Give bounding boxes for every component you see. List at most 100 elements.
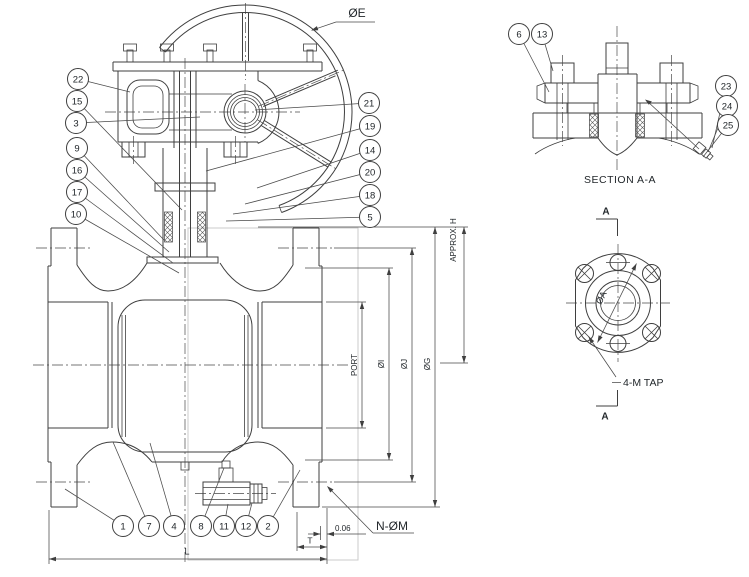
section-aa-view: SECTION A-A [532, 26, 714, 186]
balloon-16: 16 [66, 159, 88, 181]
balloon-number-6: 6 [516, 29, 521, 40]
balloon-leader-16 [76, 169, 170, 253]
balloon-circle-21 [358, 92, 380, 114]
balloon-number-21: 21 [364, 98, 375, 109]
balloon-20: 20 [359, 161, 381, 183]
balloon-6: 6 [508, 23, 530, 45]
balloon-circle-6 [508, 23, 530, 45]
balloon-leader-20 [244, 171, 371, 205]
balloon-17: 17 [66, 181, 88, 203]
balloon-circle-9 [66, 137, 88, 159]
balloon-leader-1 [64, 488, 124, 527]
balloon-circle-16 [66, 159, 88, 181]
bore-lines [48, 301, 322, 429]
balloon-7: 7 [138, 515, 160, 537]
handwheel-spoke-upper [263, 69, 338, 107]
balloon-number-8: 8 [198, 521, 203, 532]
balloon-number-4: 4 [171, 521, 176, 532]
balloon-number-14: 14 [365, 145, 376, 156]
balloon-leader-10 [75, 213, 180, 274]
balloon-leader-19 [205, 125, 371, 172]
balloon-circle-20 [359, 161, 381, 183]
section-seat-left [589, 113, 599, 138]
trunnion-boss [257, 80, 280, 144]
balloon-circle-19 [359, 115, 381, 137]
balloon-number-3: 3 [73, 118, 78, 129]
selection-highlight [187, 227, 359, 561]
handwheel-spoke-top [242, 13, 249, 61]
balloon-3: 3 [65, 112, 87, 134]
balloon-circle-18 [359, 184, 381, 206]
bonnet-flange [146, 256, 219, 264]
valve-body [48, 262, 322, 471]
section-seat-right [635, 113, 645, 138]
label-dim-l: L [184, 547, 189, 557]
balloon-leader-3 [75, 116, 201, 124]
right-flange [292, 227, 323, 508]
balloon-leader-14 [256, 149, 371, 189]
balloon-circle-10 [65, 203, 87, 225]
balloon-number-9: 9 [74, 143, 79, 154]
stem-bonnet [146, 71, 219, 264]
balloon-number-18: 18 [365, 190, 376, 201]
balloon-1: 1 [112, 515, 134, 537]
balloon-15: 15 [66, 90, 88, 112]
balloon-number-20: 20 [365, 167, 376, 178]
balloon-leader-7 [112, 441, 150, 527]
balloon-circle-12 [235, 515, 257, 537]
balloon-24: 24 [716, 95, 738, 117]
packing-right [197, 211, 206, 243]
balloon-number-24: 24 [722, 101, 733, 112]
label-tap-note: 4-M TAP [623, 377, 663, 389]
balloon-number-10: 10 [71, 209, 82, 220]
balloon-leader-18 [232, 194, 371, 215]
balloon-number-16: 16 [72, 165, 83, 176]
balloon-11: 11 [213, 515, 235, 537]
balloon-leader-15 [76, 100, 183, 211]
gear-housing [112, 43, 323, 158]
balloon-leader-21 [254, 102, 370, 111]
dimension-lines [48, 21, 468, 564]
mounting-flange-view: ØA 4-M TAP A A [566, 207, 670, 423]
balloon-leader-17 [76, 191, 174, 264]
section-cut-markers: A A [596, 207, 618, 423]
balloon-circle-4 [163, 515, 185, 537]
balloon-circle-5 [359, 206, 381, 228]
gland-flange [154, 182, 216, 192]
balloon-number-13: 13 [537, 29, 548, 40]
balloon-number-15: 15 [72, 96, 83, 107]
balloon-circle-8 [190, 515, 212, 537]
handwheel-hub [223, 90, 267, 134]
balloon-circle-11 [213, 515, 235, 537]
balloon-leader-5 [225, 216, 371, 222]
label-approx-h: APPROX. H [449, 218, 458, 262]
balloon-circle-15 [66, 90, 88, 112]
main-view: ØE APPROX. H PORT ØI ØJ ØG N-ØM 0.06 T L [33, 3, 468, 564]
balloon-circle-17 [66, 181, 88, 203]
seats [121, 315, 249, 437]
balloon-14: 14 [359, 139, 381, 161]
balloon-number-12: 12 [241, 521, 252, 532]
drain-fitting [202, 460, 268, 506]
label-dia-g: ØG [423, 358, 432, 370]
balloon-circle-25 [717, 114, 739, 136]
balloon-13: 13 [531, 23, 553, 45]
balloon-number-25: 25 [723, 120, 734, 131]
label-flatness: 0.06 [335, 524, 351, 533]
balloon-number-17: 17 [72, 187, 83, 198]
balloon-circle-22 [67, 68, 89, 90]
balloon-5: 5 [359, 206, 381, 228]
balloon-number-7: 7 [146, 521, 151, 532]
left-flange [47, 227, 78, 508]
balloon-23: 23 [715, 75, 737, 97]
balloon-8: 8 [190, 515, 212, 537]
balloon-circle-7 [138, 515, 160, 537]
label-dia-j: ØJ [400, 359, 409, 369]
balloon-number-2: 2 [265, 521, 270, 532]
balloon-number-23: 23 [721, 81, 732, 92]
balloon-12: 12 [235, 515, 257, 537]
section-bolts [550, 55, 684, 146]
handwheel [159, 4, 353, 213]
balloon-2: 2 [257, 515, 279, 537]
